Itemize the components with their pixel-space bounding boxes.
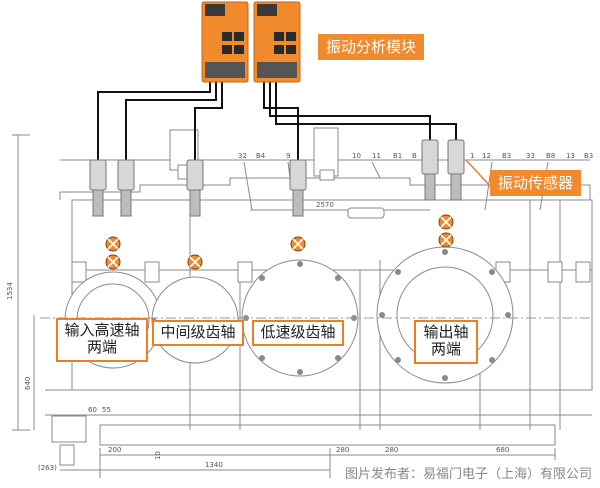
dim-640: 640 bbox=[24, 377, 32, 390]
dim-b4: B4 bbox=[256, 152, 266, 160]
vibration-analysis-module bbox=[201, 1, 301, 83]
dim-1340: 1340 bbox=[205, 461, 223, 469]
module-label: 振动分析模块 bbox=[318, 34, 425, 60]
dim-b3-end: B3 bbox=[584, 152, 593, 160]
sensor-cables bbox=[97, 78, 457, 162]
dim-b: B bbox=[412, 152, 417, 160]
shaft-label-input-line2: 两端 bbox=[86, 338, 117, 356]
sensor-output-a bbox=[421, 139, 439, 201]
point-intermediate-icon bbox=[187, 254, 203, 270]
dim-b8: B8 bbox=[546, 152, 555, 160]
dim-b3: B3 bbox=[502, 152, 511, 160]
publisher-credit: 图片发布者：易福门电子（上海）有限公司 bbox=[344, 467, 592, 482]
sensor-output-b bbox=[447, 139, 465, 201]
dim-60: 60 bbox=[88, 406, 97, 414]
dim-680: 680 bbox=[496, 446, 509, 454]
dim-10: 10 bbox=[352, 152, 361, 160]
dim-9: 9 bbox=[286, 152, 290, 160]
shaft-label-input-line1: 输入高速轴 bbox=[64, 321, 140, 339]
level-gauge bbox=[347, 207, 385, 219]
vibration-sensors bbox=[89, 139, 465, 217]
shaft-label-intermediate: 中间级齿轴 bbox=[152, 320, 244, 346]
dim-2570: 2570 bbox=[316, 201, 334, 209]
dim-b1: B1 bbox=[393, 152, 402, 160]
bottom-drain bbox=[51, 415, 87, 443]
shaft-label-output-line1: 输出轴 bbox=[423, 323, 469, 341]
shaft-label-output-line2: 两端 bbox=[430, 340, 461, 358]
point-input-2-icon bbox=[105, 254, 121, 270]
point-input-1-icon bbox=[105, 236, 121, 252]
side-pad-left bbox=[71, 261, 87, 283]
measurement-points bbox=[105, 214, 454, 270]
shaft-label-input: 输入高速轴 两端 bbox=[56, 318, 148, 362]
dim-13: 13 bbox=[566, 152, 575, 160]
sensor-input-b bbox=[117, 159, 135, 217]
dim-1534: 1534 bbox=[6, 282, 14, 300]
sensor-label: 振动传感器 bbox=[490, 170, 582, 196]
point-output-1-icon bbox=[438, 214, 454, 230]
sensor-intermediate bbox=[186, 159, 204, 217]
dim-200: 200 bbox=[108, 446, 121, 454]
dim-10-lower: 10 bbox=[154, 451, 162, 460]
dim-1: 1 bbox=[470, 152, 474, 160]
sensor-input-a bbox=[89, 159, 107, 217]
dim-33: 33 bbox=[526, 152, 535, 160]
dim-263: (263) bbox=[38, 464, 57, 472]
base-plate bbox=[99, 424, 556, 446]
point-output-2-icon bbox=[438, 232, 454, 248]
sensor-low-speed bbox=[289, 159, 307, 217]
sensor-label-leader bbox=[465, 159, 493, 189]
dim-12: 12 bbox=[482, 152, 491, 160]
dim-32: 32 bbox=[238, 152, 247, 160]
dim-55: 55 bbox=[102, 406, 111, 414]
shaft-label-output: 输出轴 两端 bbox=[414, 320, 478, 364]
dim-280-b: 280 bbox=[385, 446, 398, 454]
shaft-label-low-speed: 低速级齿轴 bbox=[252, 320, 344, 346]
dim-11: 11 bbox=[372, 152, 381, 160]
dim-280-a: 280 bbox=[336, 446, 349, 454]
side-pad-right bbox=[575, 261, 591, 283]
point-low-speed-icon bbox=[290, 236, 306, 252]
top-boss-right bbox=[313, 127, 339, 177]
